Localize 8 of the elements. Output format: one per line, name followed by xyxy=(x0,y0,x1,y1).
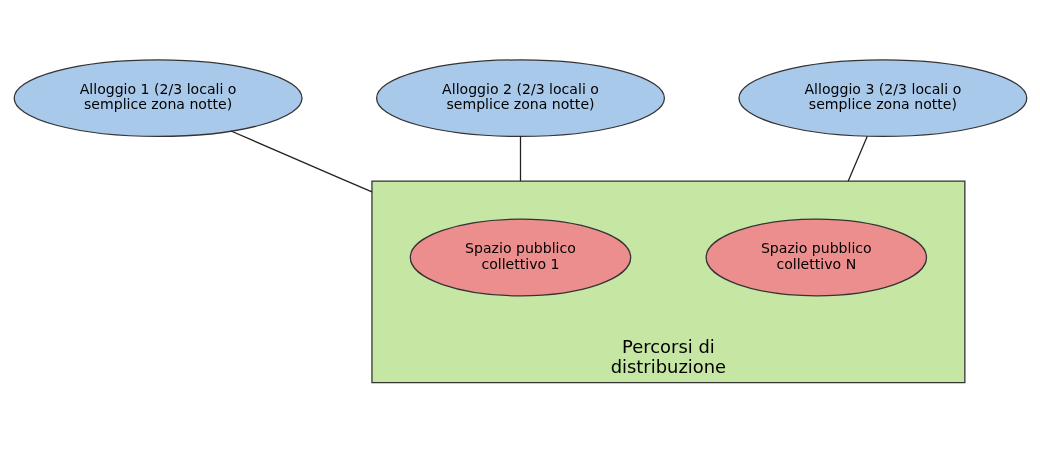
node-ellipse: Alloggio 2 (2/3 locali o semplice zona notte) xyxy=(375,58,665,137)
node-ellipse: Alloggio 1 (2/3 locali o semplice zona notte) xyxy=(13,58,303,137)
connector xyxy=(229,129,373,193)
node-ellipse: Spazio pubblico collettivo 1 xyxy=(409,218,631,296)
node-ellipse: Spazio pubblico collettivo N xyxy=(705,218,927,296)
connector xyxy=(847,135,868,182)
connector xyxy=(519,135,521,182)
node-ellipse: Alloggio 3 (2/3 locali o semplice zona notte) xyxy=(737,58,1027,137)
